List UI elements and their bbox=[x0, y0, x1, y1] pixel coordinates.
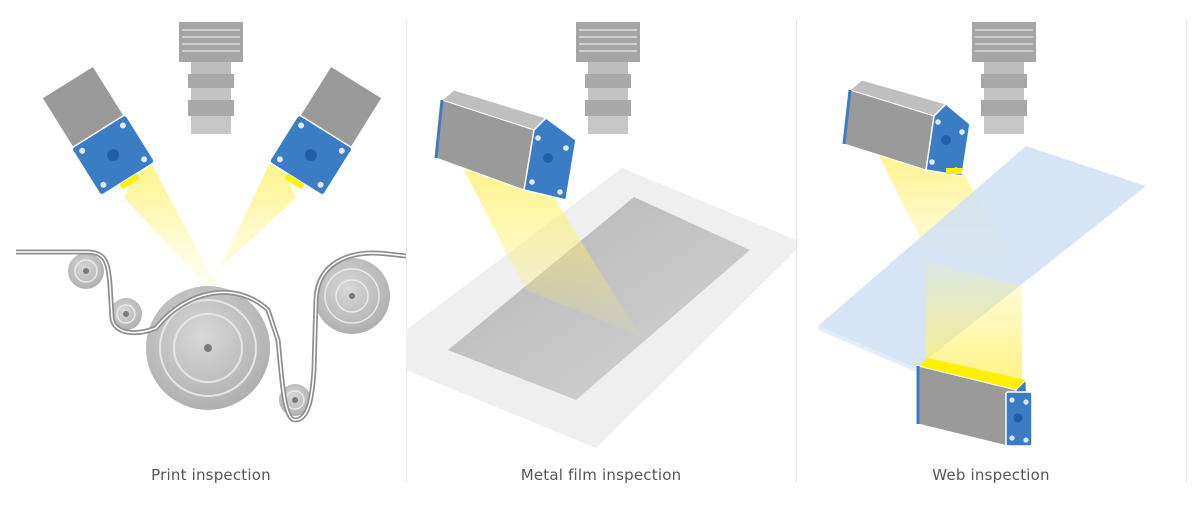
line-scan-camera-icon bbox=[269, 65, 383, 196]
caption-web-inspection: Web inspection bbox=[932, 466, 1050, 484]
panel-divider bbox=[1186, 20, 1187, 482]
line-scan-camera-icon bbox=[842, 79, 971, 177]
panel-divider bbox=[406, 20, 407, 482]
caption-print-inspection: Print inspection bbox=[151, 466, 271, 484]
panel-divider bbox=[796, 20, 797, 482]
line-scan-camera-icon bbox=[41, 65, 155, 196]
light-beam-icon bbox=[202, 150, 296, 285]
panel-web-inspection: Web inspection bbox=[796, 0, 1186, 505]
panel-print-inspection: Print inspection bbox=[16, 0, 406, 505]
line-scan-camera-icon bbox=[916, 358, 1033, 449]
roller-icon bbox=[146, 286, 270, 410]
print-inspection-diagram bbox=[16, 22, 406, 423]
panel-metal-film-inspection: Metal film inspection bbox=[406, 0, 796, 505]
area-scan-camera-icon bbox=[179, 22, 243, 134]
line-scan-camera-icon bbox=[434, 89, 577, 201]
roller-icon bbox=[68, 253, 104, 289]
light-beam-icon bbox=[464, 170, 640, 336]
roller-icon bbox=[110, 298, 142, 330]
web-inspection-diagram bbox=[818, 22, 1146, 449]
area-scan-camera-icon bbox=[972, 22, 1036, 134]
light-beam-icon bbox=[926, 262, 1022, 390]
caption-metal-film-inspection: Metal film inspection bbox=[520, 466, 682, 484]
roller-icon bbox=[314, 258, 390, 334]
light-beam-icon bbox=[124, 150, 216, 285]
metal-film-inspection-diagram bbox=[406, 22, 796, 448]
web-sheet-icon bbox=[818, 146, 1146, 368]
area-scan-camera-icon bbox=[576, 22, 640, 134]
